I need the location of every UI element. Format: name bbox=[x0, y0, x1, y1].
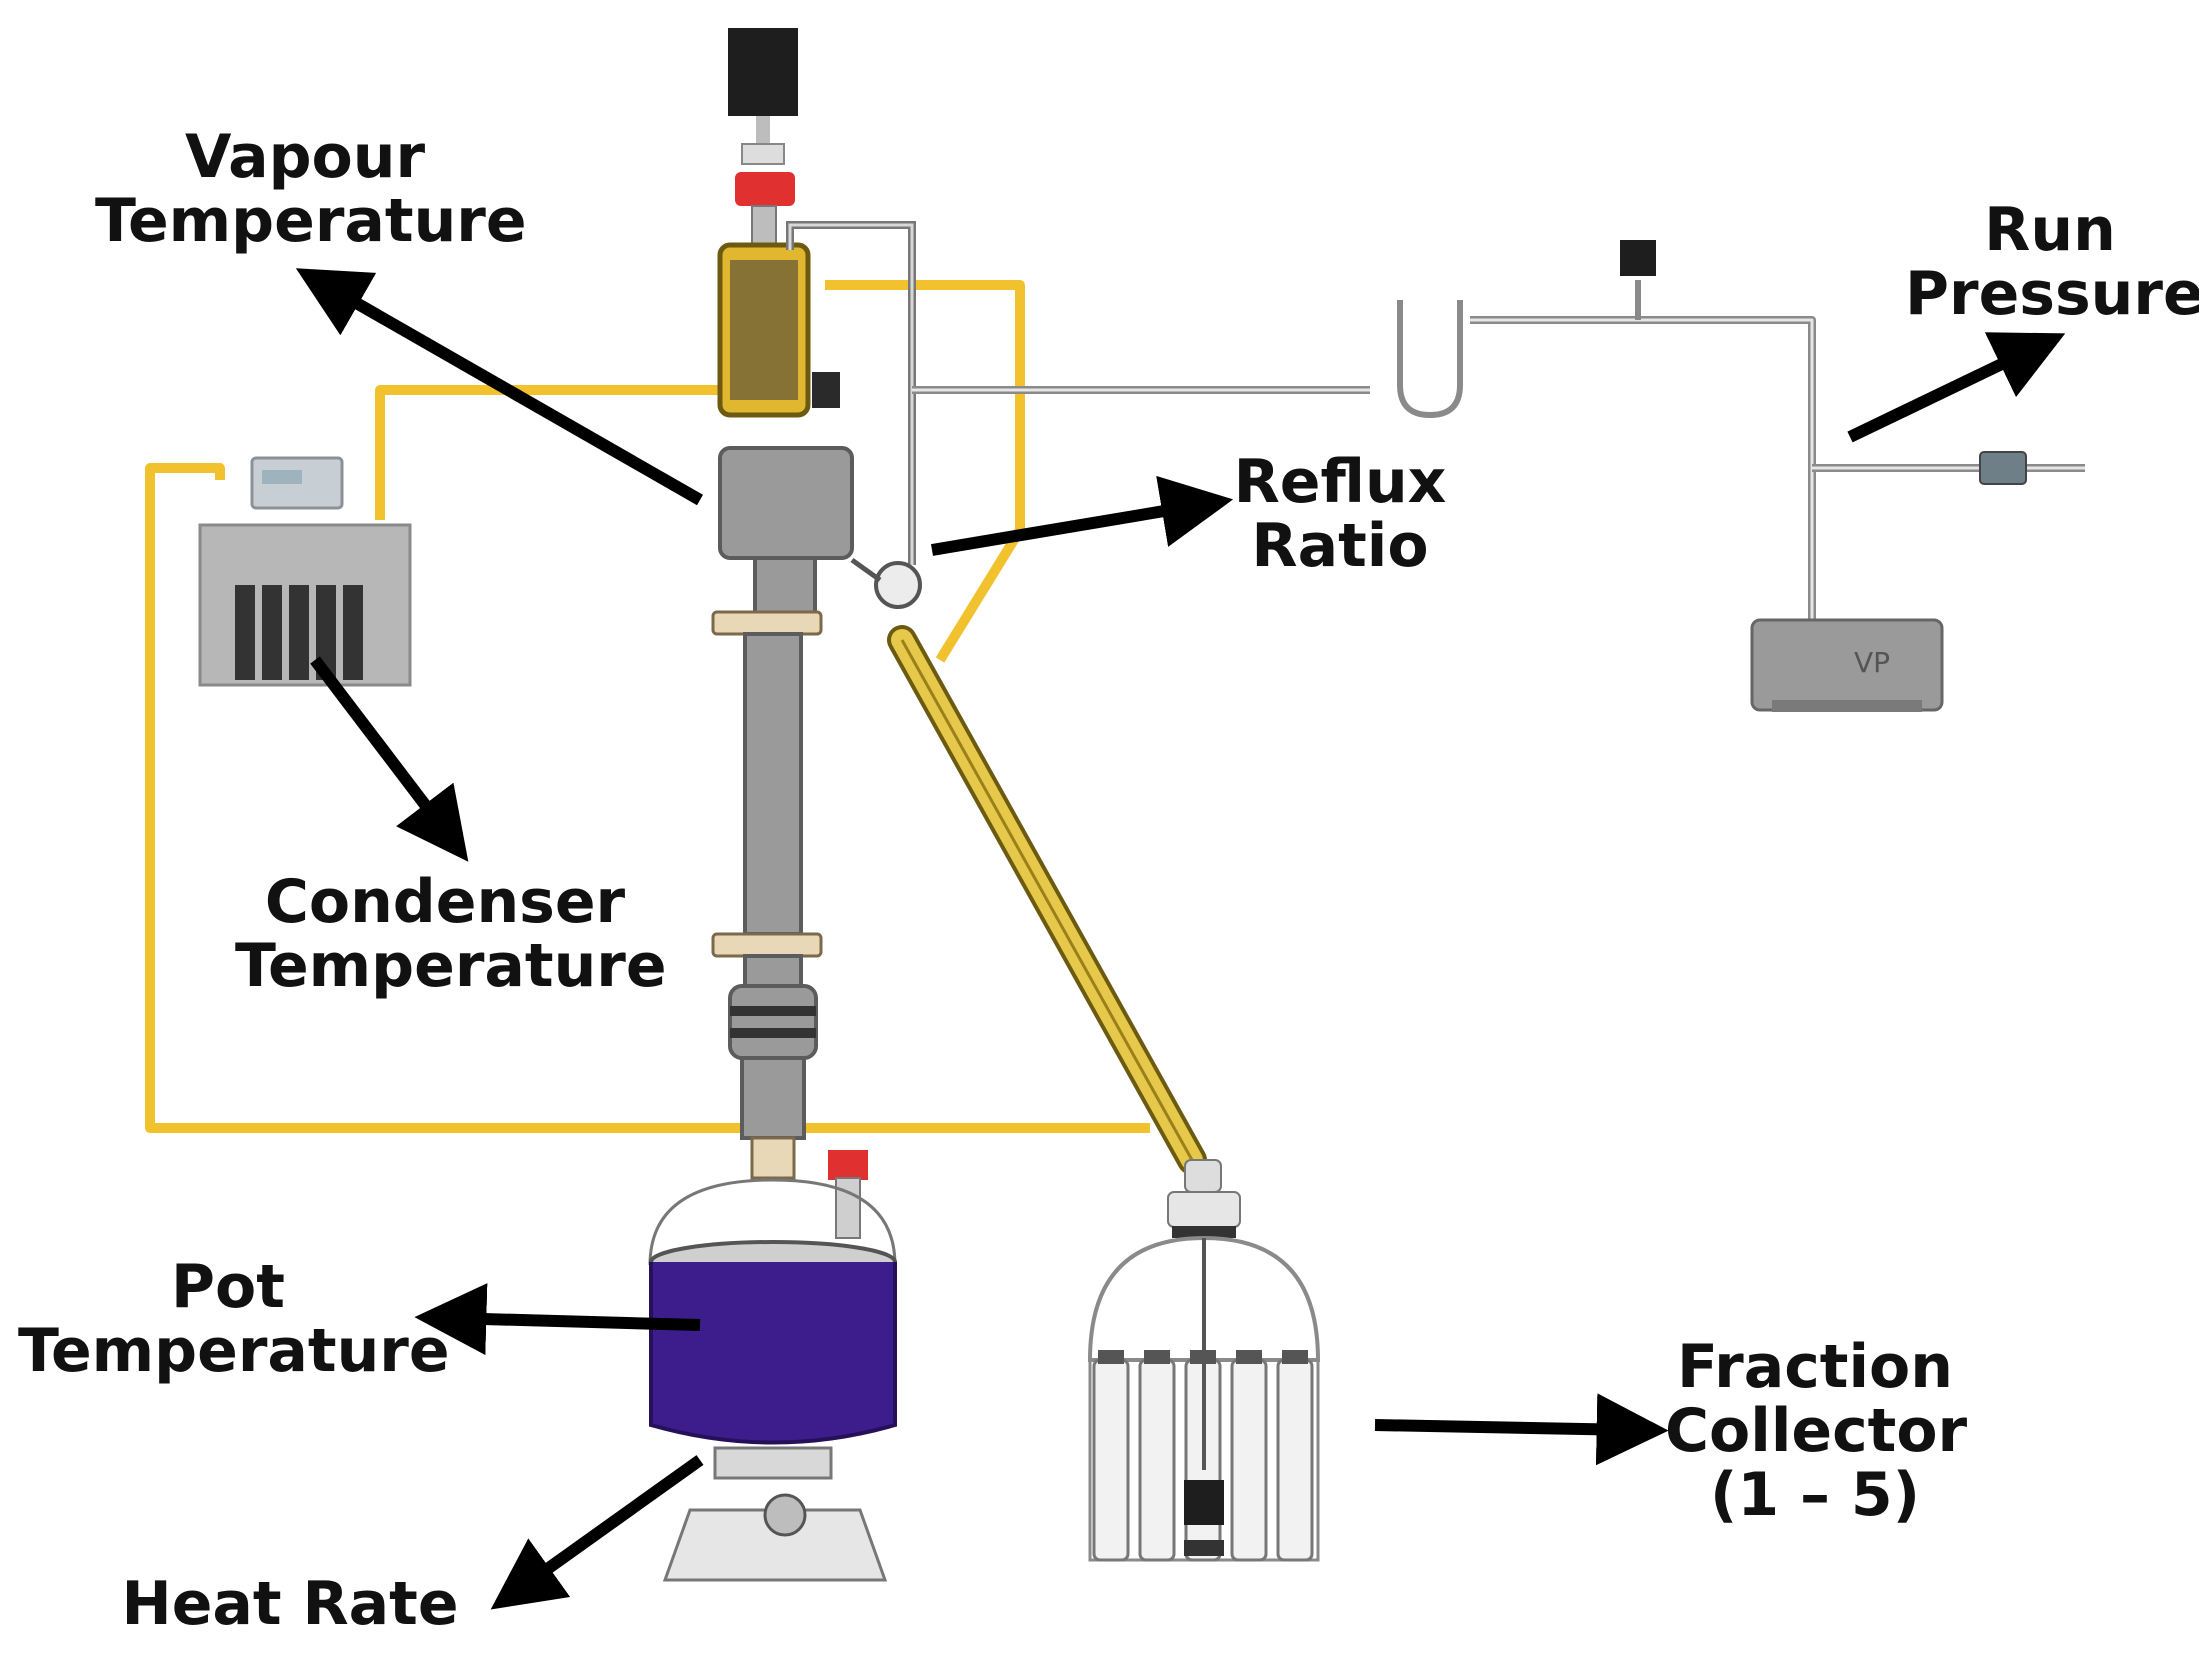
chiller-icon bbox=[198, 456, 412, 687]
heat-rate-label: Heat Rate bbox=[121, 1569, 459, 1639]
heating-mantle-icon bbox=[648, 1150, 897, 1582]
arrow-pot-temperature bbox=[414, 1283, 701, 1356]
coolant-lines bbox=[145, 280, 1150, 1133]
distillation-column bbox=[711, 446, 854, 1180]
vacuum-valve-icon bbox=[1979, 451, 2027, 485]
arrow-run-pressure bbox=[1847, 332, 2066, 443]
reflux-ratio-label: Reflux Ratio bbox=[1233, 447, 1447, 581]
vacuum-pump-label: VP bbox=[1854, 646, 1890, 679]
condenser-temperature-label: Condenser Temperature bbox=[235, 867, 667, 1001]
fraction-collector-icon bbox=[1087, 1159, 1321, 1562]
arrow-vapour-temperature bbox=[295, 268, 703, 506]
arrow-heat-rate bbox=[490, 1455, 704, 1610]
pot-temperature-label: Pot Temperature bbox=[18, 1252, 450, 1386]
run-pressure-label: Run Pressure bbox=[1905, 195, 2199, 329]
vacuum-line bbox=[912, 280, 2085, 620]
pressure-gauge-icon bbox=[1620, 240, 1656, 276]
arrow-condenser-temperature bbox=[310, 656, 469, 862]
callout-arrows bbox=[295, 268, 2066, 1610]
vacuum-pump-icon: VP bbox=[1750, 618, 1944, 712]
reflux-takeoff bbox=[850, 557, 1207, 1175]
fraction-collector-label: Fraction Collector (1 – 5) bbox=[1665, 1332, 1968, 1530]
vapour-temperature-label: Vapour Temperature bbox=[95, 122, 527, 256]
column-head bbox=[717, 28, 916, 565]
arrow-reflux-ratio bbox=[931, 475, 1234, 556]
arrow-fraction-collector bbox=[1374, 1393, 1669, 1466]
